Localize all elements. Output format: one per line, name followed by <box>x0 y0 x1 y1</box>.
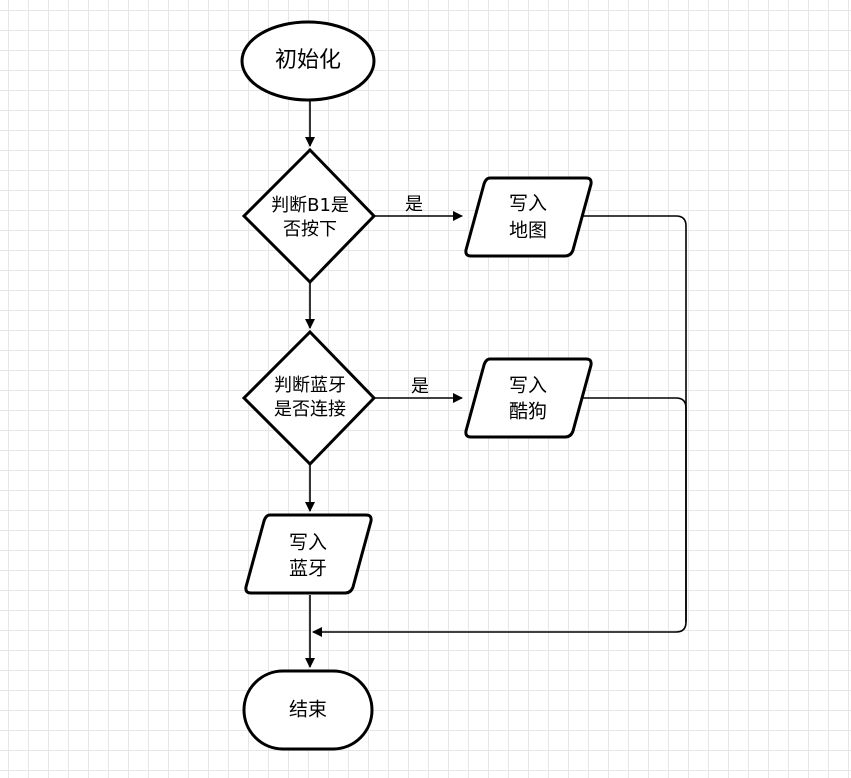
io-write-bt: 写入 蓝牙 <box>244 513 373 595</box>
io-write-map: 写入 地图 <box>464 176 593 258</box>
decision-check-b1-line1: 判断B1是 <box>271 195 349 216</box>
io-write-kugou-line1: 写入 <box>509 375 547 397</box>
node-init: 初始化 <box>240 20 376 102</box>
io-write-kugou: 写入 酷狗 <box>464 357 593 439</box>
decision-check-b1-line2: 否按下 <box>283 219 337 240</box>
decision-check-b1: 判断B1是 否按下 <box>241 147 377 285</box>
edge-write-kugou-to-merge <box>580 397 687 622</box>
decision-check-bt-line1: 判断蓝牙 <box>274 375 346 396</box>
node-end-label: 结束 <box>289 699 327 721</box>
io-write-kugou-line2: 酷狗 <box>509 401 547 423</box>
node-end: 结束 <box>242 669 374 751</box>
io-write-bt-line2: 蓝牙 <box>289 558 327 580</box>
decision-check-bt-line2: 是否连接 <box>274 399 346 420</box>
io-write-bt-line1: 写入 <box>289 532 327 554</box>
io-write-map-line2: 地图 <box>509 220 547 242</box>
node-init-label: 初始化 <box>275 48 341 73</box>
edge-label-yes-b1: 是 <box>405 194 423 215</box>
decision-check-bt: 判断蓝牙 是否连接 <box>241 329 377 467</box>
io-write-map-line1: 写入 <box>509 193 547 215</box>
edge-label-yes-bt: 是 <box>411 376 429 397</box>
